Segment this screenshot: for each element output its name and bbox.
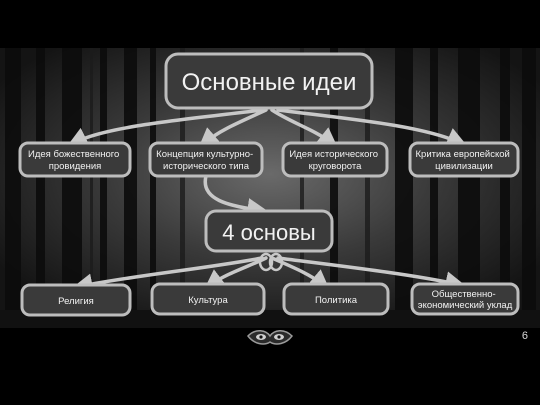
foundation-1-label: Религия (58, 296, 94, 307)
main-title: Основные идеи (182, 69, 357, 96)
svg-text:Идея исторического кру: Идея исторического круговорота (289, 149, 380, 172)
svg-text:Концепция культурно- и: Концепция культурно- исторического типа (156, 149, 256, 172)
foundation-3-label: Политика (315, 295, 358, 306)
idea-box-1: Идея божественного провидения (18, 141, 132, 178)
foundation-box-3: Политика (282, 282, 390, 316)
idea-2-line-1: Концепция культурно- (156, 149, 253, 160)
idea-box-4: Критика европейской цивилизации (408, 141, 520, 178)
svg-text:Критика европейской ци: Критика европейской цивилизации (416, 149, 513, 172)
idea-2-line-2: исторического типа (163, 161, 250, 172)
main-title-box: Основные идеи (164, 52, 374, 110)
foundation-box-2: Культура (150, 282, 266, 316)
foundation-4-line-2: экономический уклад (418, 300, 513, 311)
idea-3-line-1: Идея исторического (289, 149, 378, 160)
arrows-to-foundations-boxes (71, 256, 467, 295)
idea-1-line-2: провидения (49, 161, 102, 172)
arrow-to-foundations (203, 174, 269, 219)
idea-3-line-2: круговорота (309, 161, 362, 172)
idea-box-3: Идея исторического круговорота (281, 141, 389, 178)
page-number: 6 (521, 330, 528, 342)
foundation-box-4: Общественно- экономический уклад (410, 282, 520, 316)
mask-emblem-icon (247, 330, 293, 345)
idea-4-line-2: цивилизации (435, 161, 493, 172)
idea-1-line-1: Идея божественного (28, 149, 119, 160)
foundation-box-1: Религия (20, 283, 132, 317)
svg-text:Идея божественного про: Идея божественного провидения (28, 149, 122, 172)
idea-box-2: Концепция культурно- исторического типа (148, 141, 264, 178)
svg-text:Общественно- экономиче: Общественно- экономический уклад (418, 289, 513, 311)
foundations-title-box: 4 основы (204, 209, 334, 253)
foundations-title: 4 основы (222, 220, 315, 245)
foundation-4-line-1: Общественно- (432, 289, 496, 300)
foundation-2-label: Культура (188, 295, 228, 306)
idea-4-line-1: Критика европейской (416, 149, 510, 160)
arrows-to-ideas (66, 108, 468, 149)
ornament-icon (258, 252, 284, 272)
